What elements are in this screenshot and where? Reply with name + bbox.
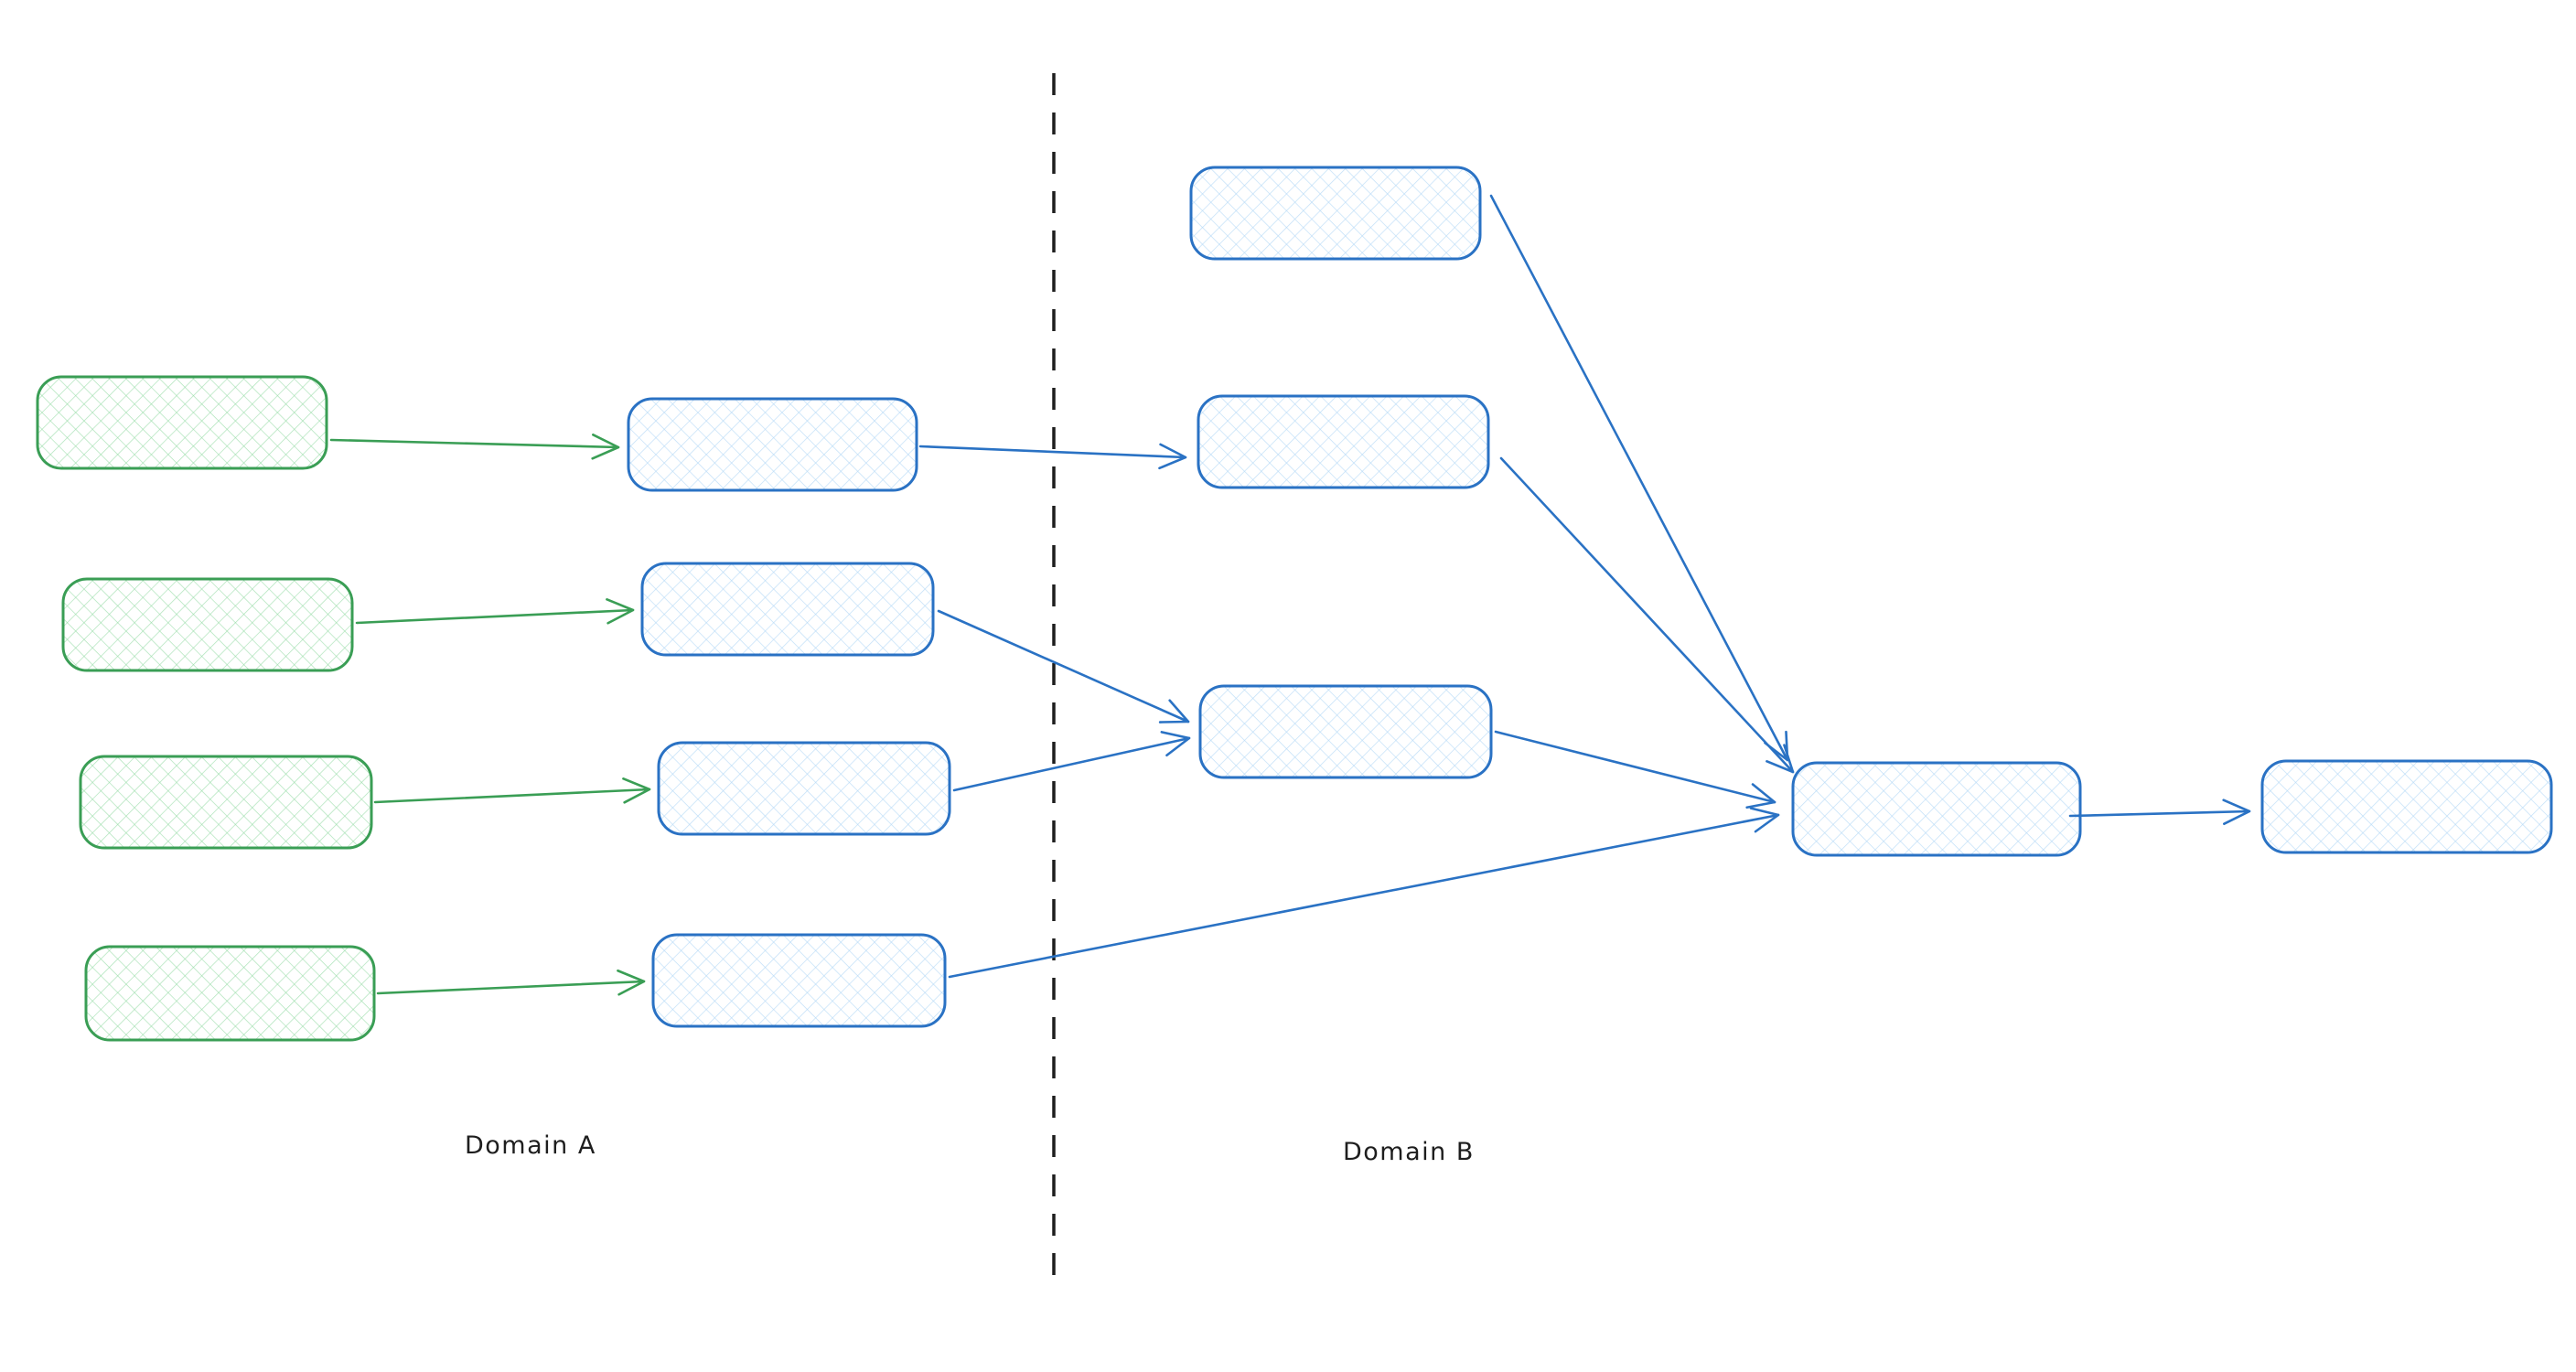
- edge-green2-to-m2: [355, 598, 635, 625]
- edge-m2-to-b3: [937, 609, 1190, 724]
- blue-node-m1: [627, 397, 918, 492]
- blue-node-b2: [1197, 394, 1490, 489]
- blue-edges-group: [918, 194, 2251, 979]
- blue-node-m3: [657, 741, 951, 836]
- green-node-4: [84, 945, 376, 1042]
- domain-b-label: Domain B: [1343, 1138, 1475, 1166]
- edge-m4-to-aggregator: [948, 807, 1780, 979]
- domain-b-group: [1189, 166, 2553, 857]
- blue-node-m2: [640, 562, 935, 657]
- domain-a-label: Domain A: [465, 1131, 596, 1160]
- edge-green3-to-m3: [373, 777, 651, 804]
- green-node-2: [61, 577, 354, 672]
- green-node-1: [36, 375, 328, 470]
- green-edges-group: [329, 433, 651, 996]
- blue-node-b3: [1198, 684, 1493, 779]
- edge-b1-to-aggregator: [1489, 194, 1789, 762]
- edge-b3-to-aggregator: [1494, 730, 1776, 809]
- edge-m3-to-b3: [952, 731, 1191, 792]
- edge-aggregator-to-output: [2068, 799, 2251, 826]
- edge-m1-to-b2: [918, 443, 1187, 470]
- aggregator-node: [1791, 761, 2082, 857]
- blue-node-m4: [651, 933, 947, 1028]
- green-node-3: [79, 755, 373, 850]
- edge-green1-to-m1: [329, 433, 620, 460]
- edge-b2-to-aggregator: [1499, 456, 1795, 774]
- blue-node-b1: [1189, 166, 1482, 261]
- output-node: [2260, 759, 2553, 854]
- domain-a-group: [36, 375, 951, 1042]
- edge-green4-to-m4: [376, 969, 646, 996]
